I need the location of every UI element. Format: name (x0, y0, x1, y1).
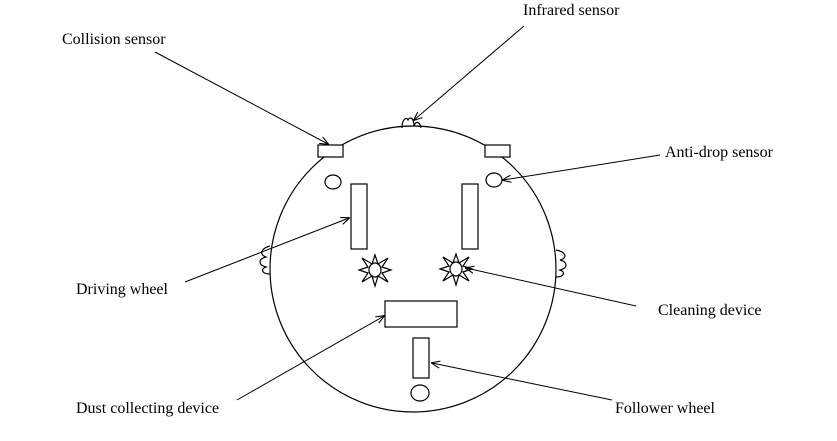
label-follower-wheel: Follower wheel (615, 400, 716, 417)
right-cleaning-brush (438, 252, 474, 288)
label-driving-wheel: Driving wheel (76, 281, 169, 298)
anti-drop-sensor-box (484, 144, 511, 158)
right-sensor-circle (485, 172, 503, 188)
leader-dust-collecting (236, 316, 384, 401)
left-driving-wheel (350, 183, 368, 250)
follower-wheel-rect (412, 337, 430, 379)
dust-collecting-box (384, 300, 458, 328)
label-collision-sensor: Collision sensor (62, 31, 166, 48)
robot-body (269, 125, 557, 413)
leader-infrared-sensor (414, 25, 525, 120)
label-cleaning-device: Cleaning device (658, 302, 762, 319)
infrared-sensor-shape (401, 117, 422, 129)
follower-wheel-circle (410, 384, 430, 402)
collision-sensor-box (317, 144, 344, 158)
left-cleaning-brush (357, 253, 393, 289)
leader-driving-wheel (184, 218, 349, 283)
label-anti-drop-sensor: Anti-drop sensor (665, 144, 774, 161)
right-side-bump (555, 249, 567, 278)
left-sensor-circle (324, 174, 342, 190)
leader-cleaning-device (466, 268, 637, 307)
right-driving-wheel (461, 183, 479, 250)
left-side-bump (259, 245, 271, 275)
leader-anti-drop-sensor (503, 154, 661, 180)
label-infrared-sensor: Infrared sensor (523, 2, 620, 19)
leader-collision-sensor (154, 51, 328, 144)
label-dust-collecting-device: Dust collecting device (76, 400, 219, 417)
leader-follower-wheel (432, 363, 613, 401)
